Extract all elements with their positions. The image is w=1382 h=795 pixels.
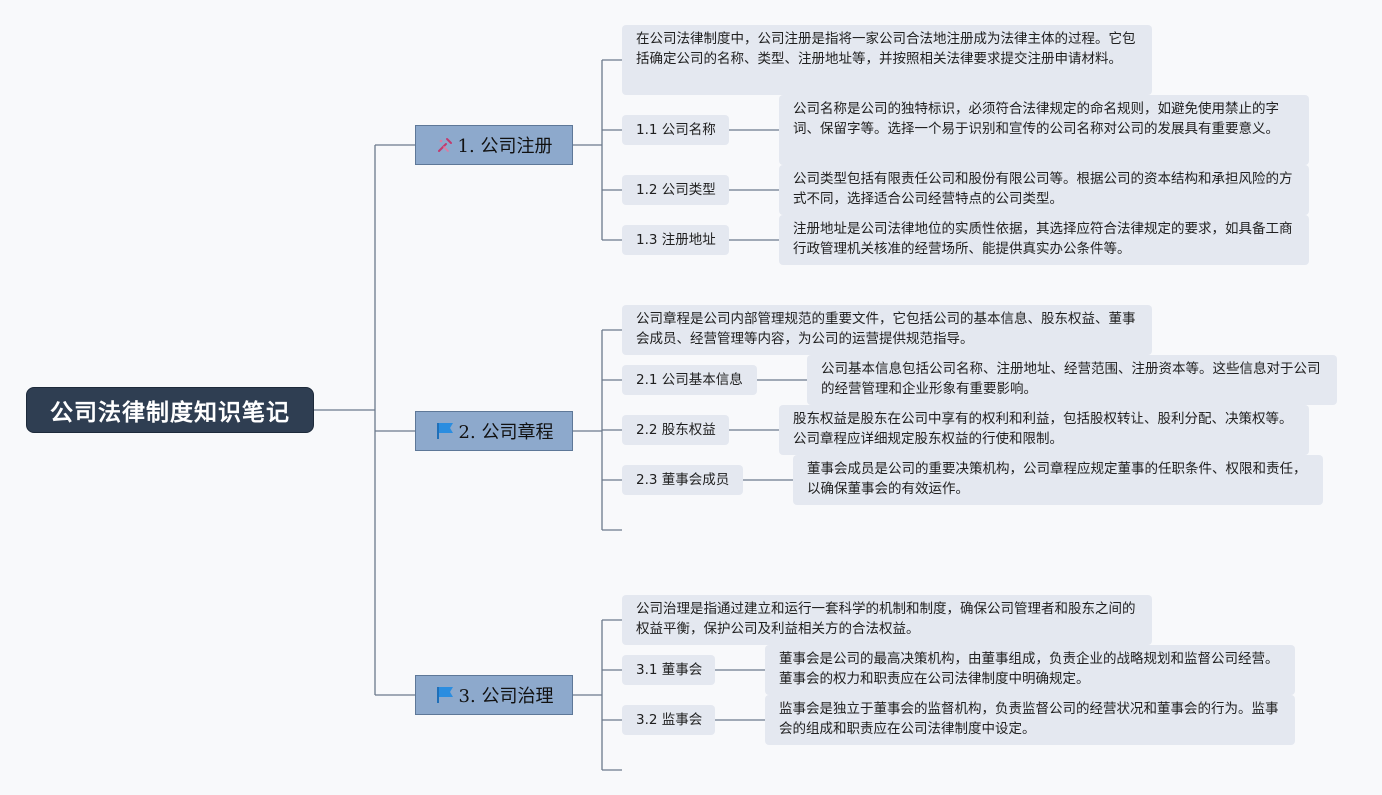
root-title: 公司法律制度知识笔记 [50,400,290,426]
subtopic-detail-box[interactable]: 股东权益是股东在公司中享有的权利和利益，包括股权转让、股利分配、决策权等。公司章… [779,405,1309,455]
subtopic-detail-box[interactable]: 董事会成员是公司的重要决策机构，公司章程应规定董事的任职条件、权限和责任，以确保… [793,455,1323,505]
topic-intro-text: 在公司法律制度中，公司注册是指将一家公司合法地注册成为法律主体的过程。它包括确定… [636,31,1136,67]
subtopic-company-type[interactable]: 1.2 公司类型 [622,175,729,205]
subtopic-detail-text: 公司基本信息包括公司名称、注册地址、经营范围、注册资本等。这些信息对于公司的经营… [821,361,1321,397]
subtopic-detail-box[interactable]: 公司类型包括有限责任公司和股份有限公司等。根据公司的资本结构和承担风险的方式不同… [779,165,1309,215]
subtopic-board-members[interactable]: 2.3 董事会成员 [622,465,743,495]
subtopic-detail-text: 公司名称是公司的独特标识，必须符合法律规定的命名规则，如避免使用禁止的字词、保留… [793,101,1279,137]
subtopic-basic-info[interactable]: 2.1 公司基本信息 [622,365,757,395]
topic-intro-text: 公司治理是指通过建立和运行一套科学的机制和制度，确保公司管理者和股东之间的权益平… [636,601,1136,637]
flag-icon [435,685,455,705]
subtopic-detail-box[interactable]: 公司名称是公司的独特标识，必须符合法律规定的命名规则，如避免使用禁止的字词、保留… [779,95,1309,165]
subtopic-label: 1.2 公司类型 [636,182,716,198]
subtopic-supervisory-board[interactable]: 3.2 监事会 [622,705,715,735]
topic-corporate-governance[interactable]: 3. 公司治理 [415,675,573,715]
subtopic-detail-box[interactable]: 注册地址是公司法律地位的实质性依据，其选择应符合法律规定的要求，如具备工商行政管… [779,215,1309,265]
subtopic-detail-text: 公司类型包括有限责任公司和股份有限公司等。根据公司的资本结构和承担风险的方式不同… [793,171,1293,207]
subtopic-label: 3.2 监事会 [636,712,703,728]
wrench-icon [436,136,454,154]
topic-intro-box[interactable]: 公司章程是公司内部管理规范的重要文件，它包括公司的基本信息、股东权益、董事会成员… [622,305,1152,355]
subtopic-label: 1.3 注册地址 [636,232,716,248]
subtopic-company-name[interactable]: 1.1 公司名称 [622,115,729,145]
subtopic-detail-box[interactable]: 监事会是独立于董事会的监督机构，负责监督公司的经营状况和董事会的行为。监事会的组… [765,695,1295,745]
topic-label: 2. 公司章程 [458,422,554,443]
root-node[interactable]: 公司法律制度知识笔记 [26,387,314,433]
subtopic-detail-box[interactable]: 董事会是公司的最高决策机构，由董事组成，负责企业的战略规划和监督公司经营。董事会… [765,645,1295,695]
subtopic-label: 3.1 董事会 [636,662,703,678]
subtopic-shareholder-rights[interactable]: 2.2 股东权益 [622,415,729,445]
topic-intro-text: 公司章程是公司内部管理规范的重要文件，它包括公司的基本信息、股东权益、董事会成员… [636,311,1136,347]
subtopic-label: 1.1 公司名称 [636,122,716,138]
flag-icon [435,421,455,441]
topic-company-registration[interactable]: 1. 公司注册 [415,125,573,165]
subtopic-label: 2.2 股东权益 [636,422,716,438]
topic-label: 3. 公司治理 [458,686,554,707]
subtopic-registered-address[interactable]: 1.3 注册地址 [622,225,729,255]
subtopic-detail-text: 股东权益是股东在公司中享有的权利和利益，包括股权转让、股利分配、决策权等。公司章… [793,411,1293,447]
topic-company-articles[interactable]: 2. 公司章程 [415,411,573,451]
topic-intro-box[interactable]: 公司治理是指通过建立和运行一套科学的机制和制度，确保公司管理者和股东之间的权益平… [622,595,1152,645]
subtopic-label: 2.3 董事会成员 [636,472,730,488]
topic-intro-box[interactable]: 在公司法律制度中，公司注册是指将一家公司合法地注册成为法律主体的过程。它包括确定… [622,25,1152,95]
subtopic-label: 2.1 公司基本信息 [636,372,743,388]
subtopic-detail-box[interactable]: 公司基本信息包括公司名称、注册地址、经营范围、注册资本等。这些信息对于公司的经营… [807,355,1337,405]
subtopic-detail-text: 董事会是公司的最高决策机构，由董事组成，负责企业的战略规划和监督公司经营。董事会… [779,651,1279,687]
subtopic-detail-text: 注册地址是公司法律地位的实质性依据，其选择应符合法律规定的要求，如具备工商行政管… [793,221,1293,257]
subtopic-detail-text: 监事会是独立于董事会的监督机构，负责监督公司的经营状况和董事会的行为。监事会的组… [779,701,1279,737]
subtopic-detail-text: 董事会成员是公司的重要决策机构，公司章程应规定董事的任职条件、权限和责任，以确保… [807,461,1307,497]
subtopic-board[interactable]: 3.1 董事会 [622,655,715,685]
topic-label: 1. 公司注册 [457,136,553,157]
